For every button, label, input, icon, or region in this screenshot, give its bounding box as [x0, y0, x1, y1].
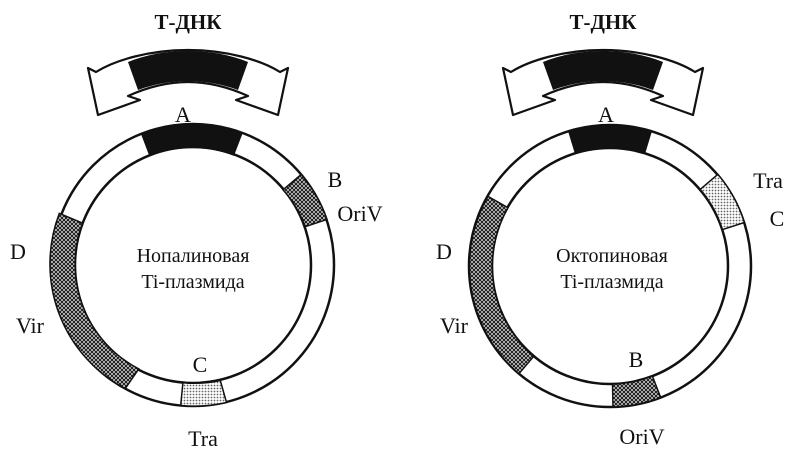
label-vir: Vir	[16, 313, 45, 338]
center-title-line1: Октопиновая	[556, 245, 668, 267]
plasmid-ring	[467, 123, 753, 409]
t-dna-arrow	[501, 48, 705, 117]
label-a: A	[598, 102, 614, 127]
label-c: C	[193, 352, 208, 377]
t-dna-label: Т-ДНК	[154, 10, 222, 34]
label-oriv: OriV	[337, 201, 382, 226]
segment-b-oriv	[281, 173, 328, 228]
label-tra: Tra	[753, 168, 783, 193]
t-dna-label: Т-ДНК	[569, 10, 637, 34]
octopine-plasmid-diagram: Т-ДНК A Tra C B OriV D Vir Октопиновая T…	[436, 10, 784, 449]
segment-b-oriv	[611, 375, 662, 408]
label-d: D	[10, 239, 26, 264]
label-b: B	[629, 347, 644, 372]
label-vir: Vir	[440, 313, 469, 338]
segment-c-tra	[699, 173, 746, 231]
segment-a-t-dna	[567, 124, 653, 155]
center-title-line2: Ti-плазмида	[141, 271, 244, 293]
label-c: C	[770, 206, 785, 231]
label-b: B	[328, 167, 343, 192]
segment-d-vir	[468, 195, 535, 375]
segment-c-tra	[179, 379, 228, 407]
label-a: A	[175, 102, 191, 127]
segment-a-t-dna	[140, 123, 243, 157]
label-oriv: OriV	[619, 424, 664, 449]
plasmid-ring	[49, 122, 336, 408]
t-dna-arrow	[86, 48, 290, 117]
center-title-line1: Нопалиновая	[137, 245, 250, 267]
label-tra: Tra	[188, 426, 218, 451]
nopaline-plasmid-diagram: Т-ДНК A B OriV C Tra D Vir Нопалиновая T…	[10, 10, 383, 451]
center-title-line2: Ti-плазмида	[560, 271, 663, 293]
segment-d-vir	[49, 212, 140, 390]
label-d: D	[436, 239, 452, 264]
